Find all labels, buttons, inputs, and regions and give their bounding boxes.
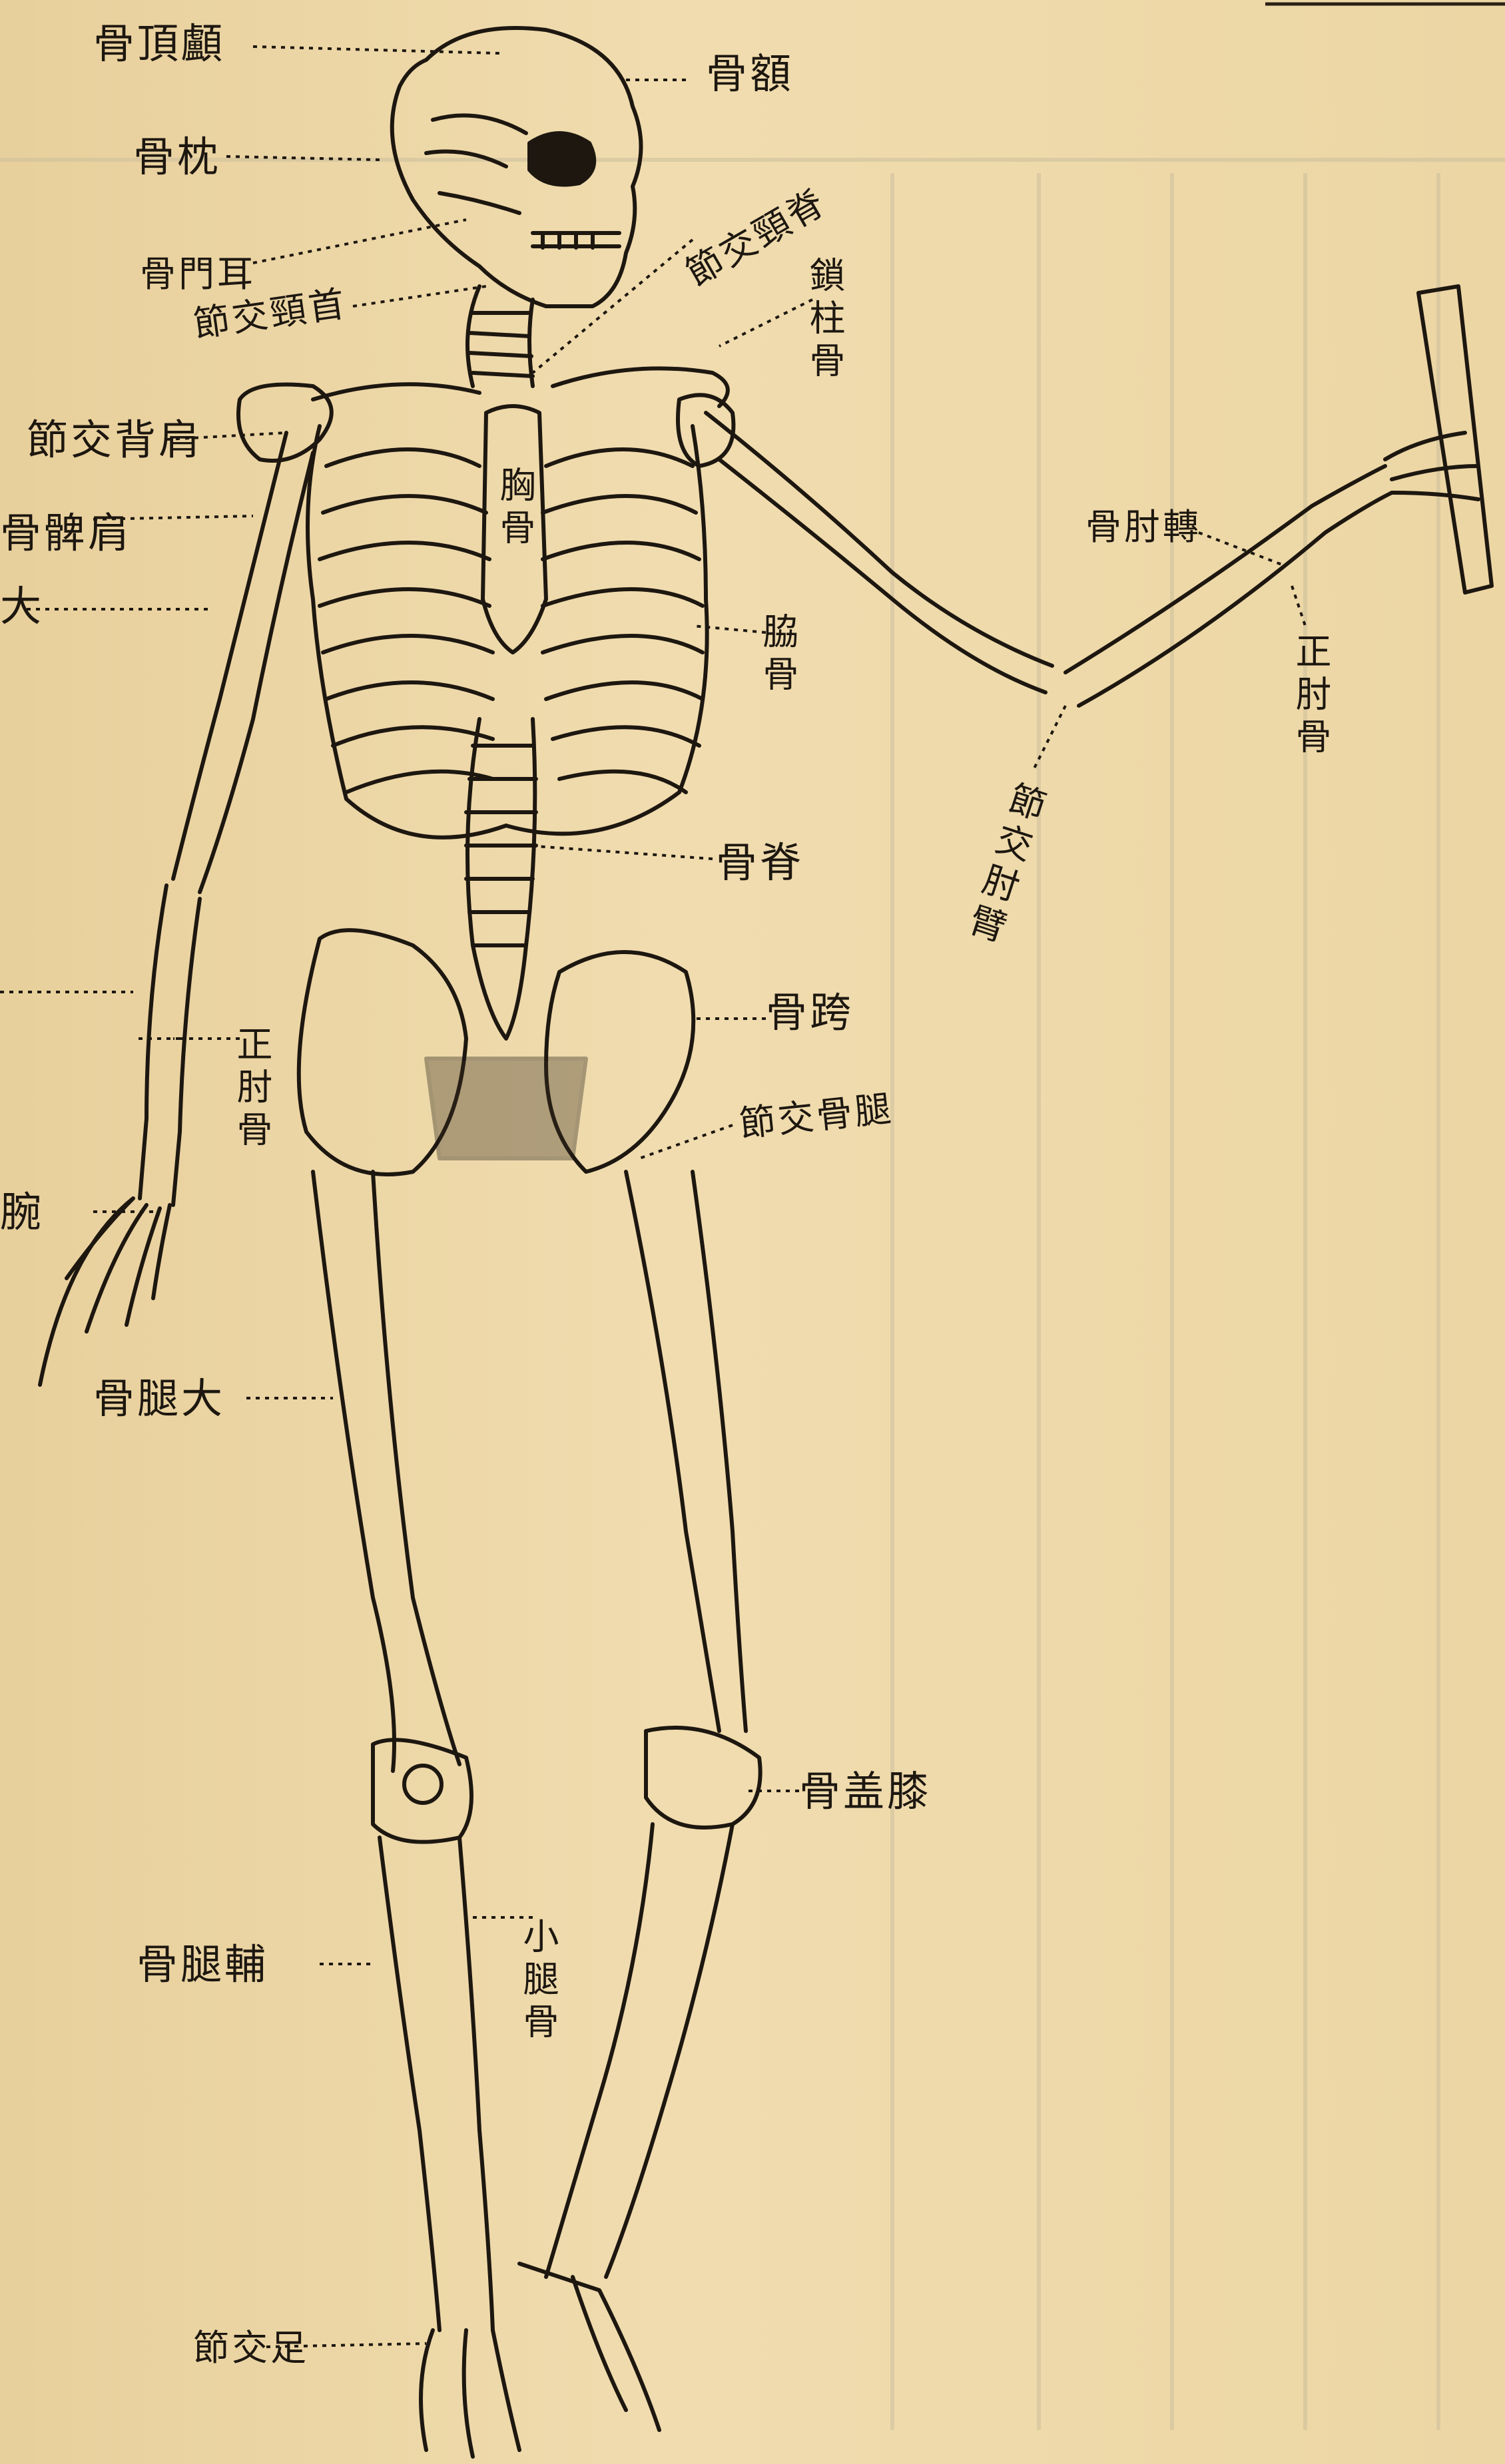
label-ribs: 脇骨	[759, 613, 795, 698]
label-tibia: 小腿骨	[519, 1917, 555, 2045]
label-frontal: 骨額	[706, 53, 794, 95]
label-occipital: 骨枕	[133, 136, 221, 178]
right-tibia	[546, 1824, 733, 2277]
label-ankle: 節交足	[193, 2330, 309, 2366]
label-ulna-right: 正肘骨	[1292, 632, 1328, 760]
label-patella: 骨盖膝	[799, 1771, 931, 1812]
label-shoulder-joint: 節交背肩	[27, 419, 202, 461]
left-forearm	[140, 885, 200, 1205]
label-scapula: 骨髀肩	[0, 513, 132, 554]
right-forearm	[1065, 466, 1392, 706]
right-hand	[1385, 433, 1478, 499]
label-fibula: 骨腿輔	[137, 1944, 268, 1985]
left-humerus	[173, 433, 313, 892]
label-ear: 骨門耳	[140, 256, 256, 292]
label-radius: 骨肘轉	[1085, 509, 1201, 545]
right-femur	[626, 1172, 746, 1731]
label-wrist: 腕	[0, 1192, 44, 1233]
label-hip: 骨跨	[766, 992, 854, 1033]
label-upper-arm: 大	[0, 586, 44, 627]
label-femur: 骨腿大	[93, 1378, 225, 1419]
leader-lines	[0, 47, 1305, 2347]
cervical-spine	[467, 286, 533, 386]
label-clavicle: 鎖柱骨	[806, 256, 842, 384]
skull	[392, 28, 641, 306]
left-knee	[373, 1740, 471, 1842]
pelvic-mesh	[426, 1059, 586, 1158]
skeleton	[40, 28, 1492, 2457]
label-skull-top: 骨頂顱	[93, 23, 225, 65]
left-femur	[313, 1172, 459, 1771]
jaw-teeth	[533, 233, 619, 248]
label-spine: 骨脊	[716, 842, 804, 883]
left-patella	[404, 1766, 442, 1803]
right-foot	[519, 2264, 659, 2430]
orbit	[529, 133, 594, 185]
right-knee	[646, 1728, 760, 1828]
shoulder-left	[238, 385, 332, 461]
left-tibia	[380, 1838, 493, 2330]
left-foot	[421, 2330, 519, 2457]
left-hand	[40, 1198, 170, 1385]
label-ulna-left: 正肘骨	[233, 1025, 269, 1153]
background-text-columns	[0, 160, 1505, 2430]
label-sternum: 胸骨	[496, 466, 532, 551]
